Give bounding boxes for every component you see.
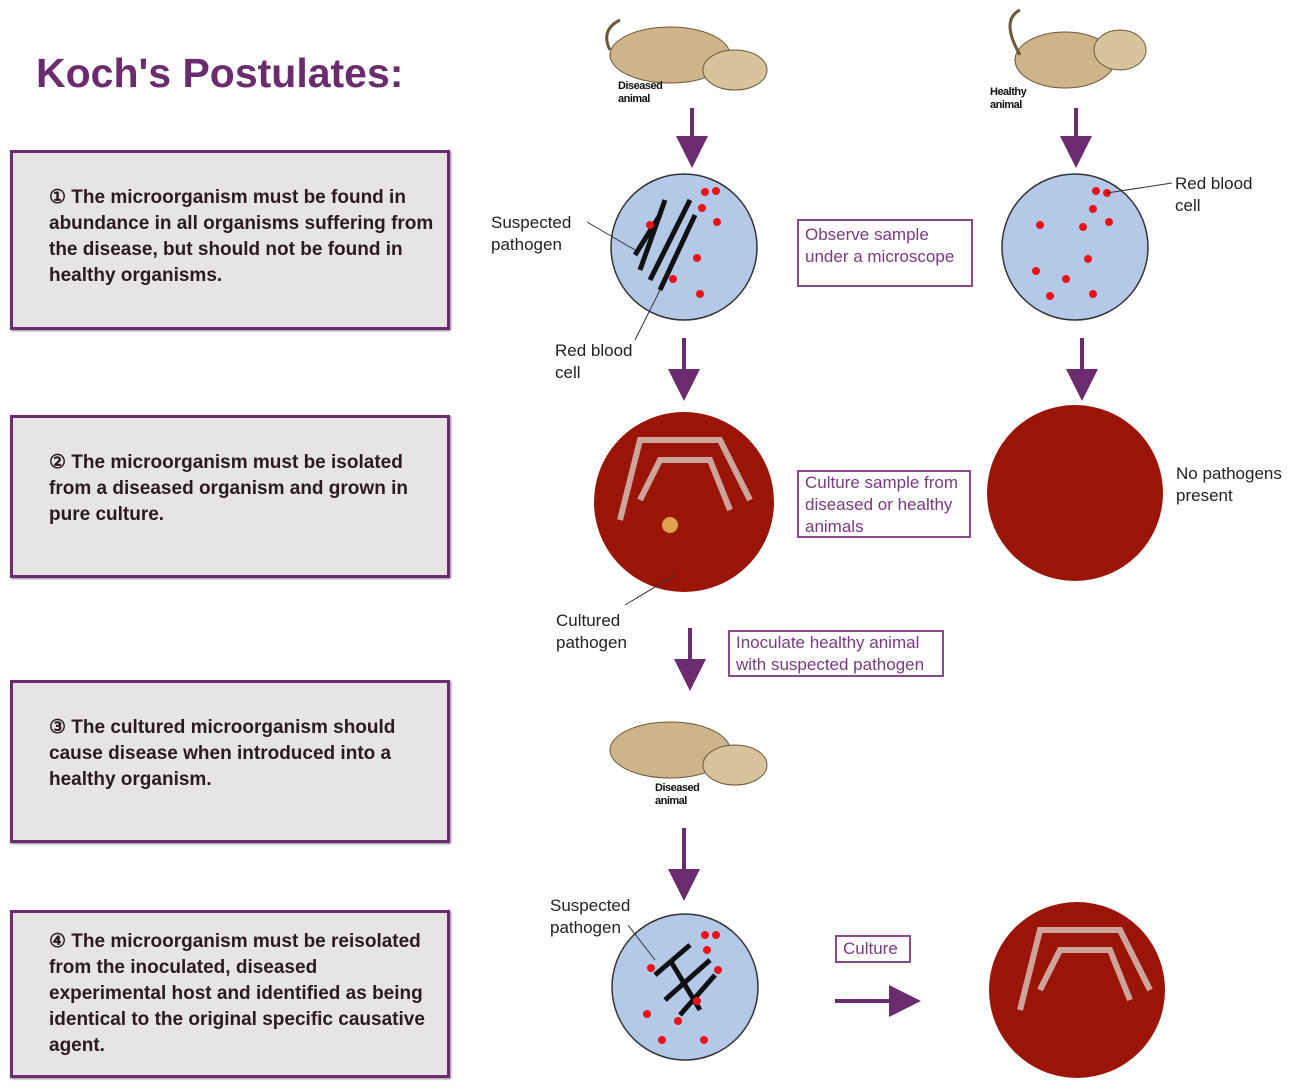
healthy-mouse-icon <box>1008 8 1147 89</box>
suspected-pathogen-label-2: Suspected pathogen <box>550 896 631 937</box>
postulate-2: ② The microorganism must be isolated fro… <box>10 415 450 578</box>
red-blood-cell-label-right: Red blood cell <box>1175 174 1253 215</box>
diseased-mouse-icon <box>605 18 768 91</box>
postulate-1: ① The microorganism must be found in abu… <box>10 150 450 330</box>
page-title: Koch's Postulates: <box>36 50 404 96</box>
step-inoculate: Inoculate healthy animal with suspected … <box>728 630 944 677</box>
healthy-blood-sample <box>1001 173 1173 321</box>
step-culture: Culture <box>835 935 911 963</box>
cultured-pathogen-label: Cultured pathogen <box>556 611 627 652</box>
culture-plate-diseased <box>594 412 774 606</box>
red-blood-cell-label: Red blood cell <box>555 341 633 382</box>
postulate-4: ④ The microorganism must be reisolated f… <box>10 910 450 1078</box>
diseased-animal-label: Diseased animal <box>618 80 663 105</box>
healthy-animal-label: Healthy animal <box>990 86 1027 111</box>
diseased-mouse-icon-2 <box>609 721 768 786</box>
culture-plate-reisolated <box>989 902 1165 1078</box>
step-observe: Observe sample under a microscope <box>797 219 973 287</box>
step-culture-sample: Culture sample from diseased or healthy … <box>797 470 971 538</box>
culture-plate-healthy <box>987 405 1163 581</box>
diseased-animal-label-2: Diseased animal <box>655 782 700 807</box>
no-pathogens-label: No pathogens present <box>1176 464 1282 505</box>
diseased-blood-sample <box>586 173 758 341</box>
reisolated-blood-sample <box>611 913 759 1061</box>
postulate-3: ③ The cultured microorganism should caus… <box>10 680 450 843</box>
suspected-pathogen-label: Suspected pathogen <box>491 213 572 254</box>
flow-arrows <box>668 108 1098 1017</box>
